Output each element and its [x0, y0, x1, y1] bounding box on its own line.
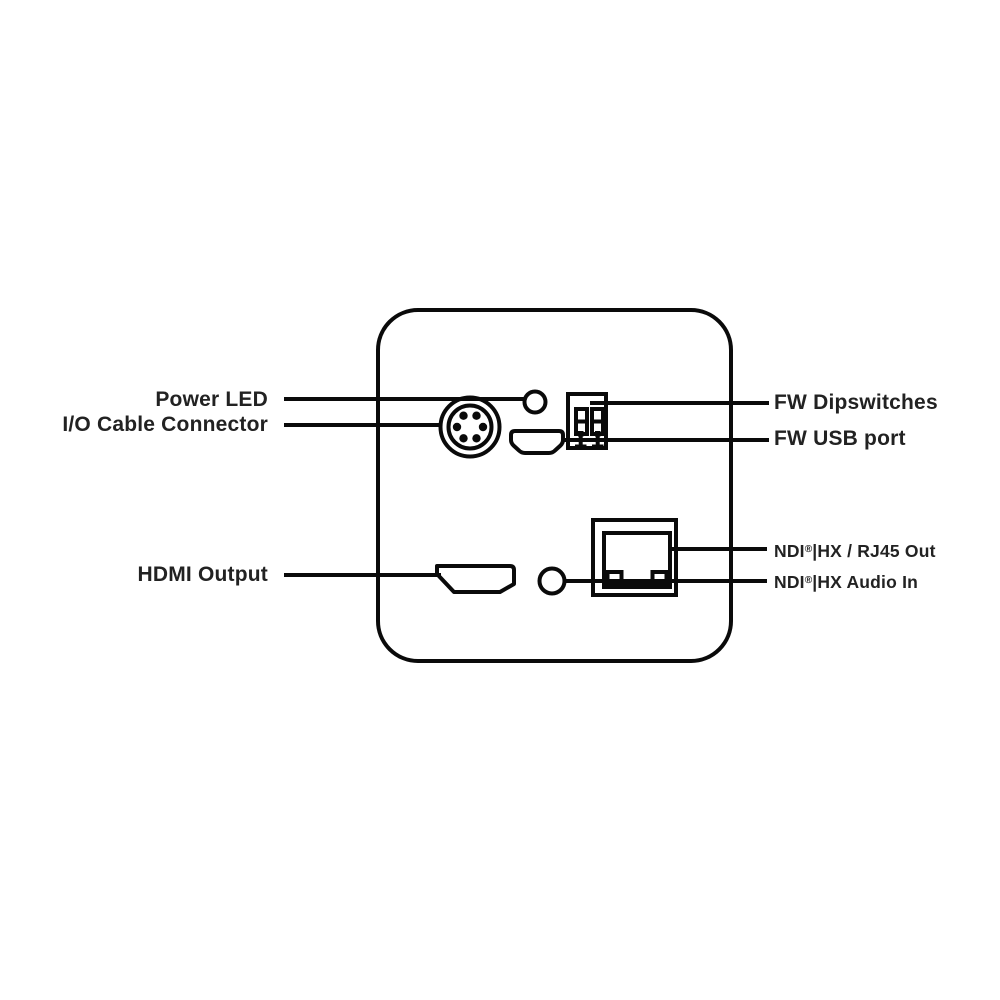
dipswitch-icon [566, 392, 608, 450]
audio-jack-icon [537, 566, 567, 596]
rj45-icon [591, 518, 678, 597]
registered-trademark-icon: ® [804, 575, 813, 586]
hdmi-icon [435, 564, 516, 594]
device-panel-outline [376, 308, 733, 663]
label-ndi-rj45-out-brand: NDI [774, 541, 805, 562]
registered-trademark-icon: ® [804, 544, 813, 555]
micro-usb-icon [509, 429, 565, 455]
label-fw-dipswitches: FW Dipswitches [774, 391, 938, 414]
label-fw-usb-port: FW USB port [774, 427, 906, 450]
label-hdmi-output: HDMI Output [137, 563, 268, 586]
io-cable-connector-icon [438, 395, 502, 459]
leader-lines [284, 397, 769, 583]
label-power-led: Power LED [155, 388, 268, 411]
label-ndi-audio-in-brand: NDI [774, 572, 805, 593]
label-ndi-audio-in-rest: |HX Audio In [812, 572, 919, 593]
label-ndi-rj45-out-rest: |HX / RJ45 Out [812, 541, 936, 562]
label-ndi-rj45-out: NDI®|HX / RJ45 Out [774, 539, 936, 562]
label-ndi-audio-in: NDI®|HX Audio In [774, 570, 918, 593]
label-io-cable-connector: I/O Cable Connector [62, 413, 268, 436]
power-led-icon [522, 389, 548, 415]
